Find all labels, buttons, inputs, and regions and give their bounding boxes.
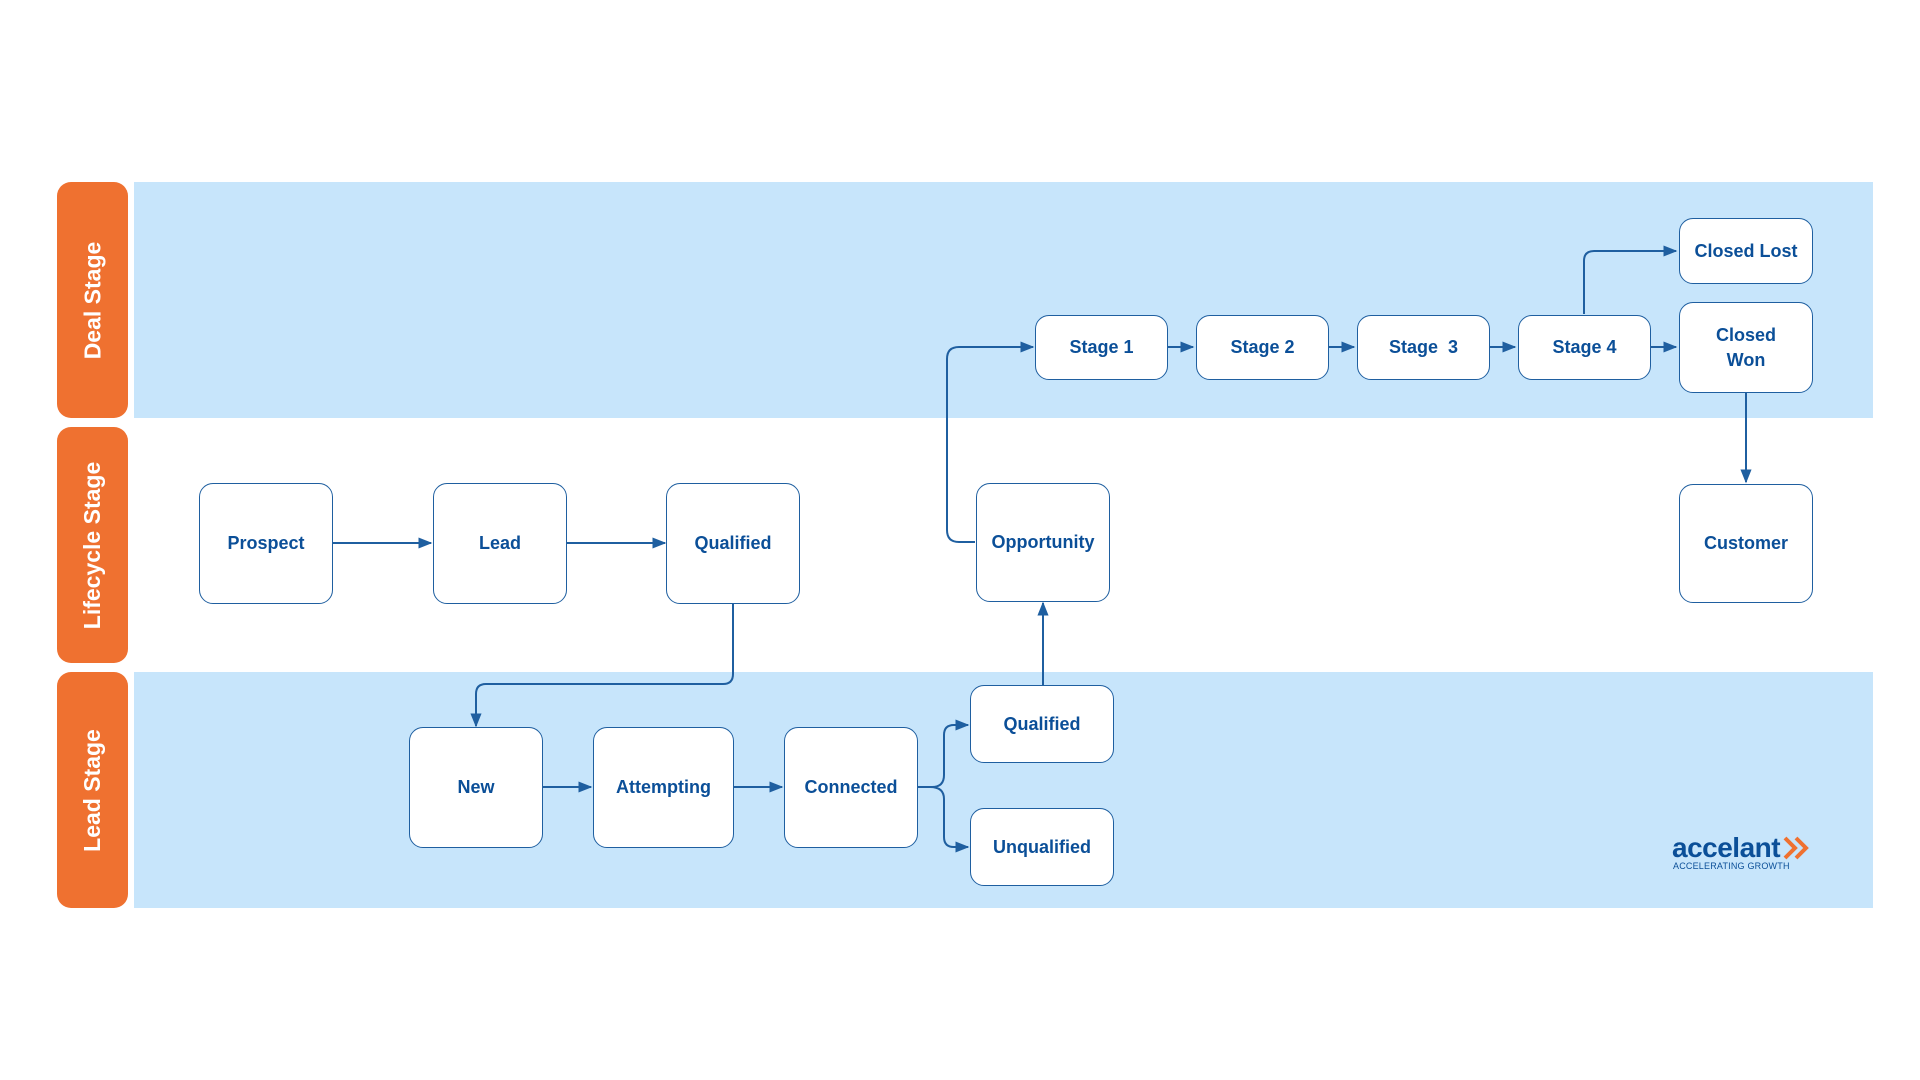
edge-opportunity-stage1	[946, 341, 1035, 543]
logo-tagline: ACCELERATING GROWTH	[1673, 861, 1790, 871]
node-stage-1-text: Stage 1	[1069, 337, 1134, 357]
accelant-logo: accelant ACCELERATING GROWTH	[1672, 833, 1812, 871]
node-unqualified: Unqualified	[970, 808, 1114, 886]
node-new: New	[409, 727, 543, 848]
node-prospect-text: Prospect	[227, 533, 305, 553]
node-prospect: Prospect	[199, 483, 333, 604]
edge-qualified-new	[470, 604, 734, 728]
lifecycle-stage-label: Lifecycle Stage	[57, 427, 128, 663]
edge-connected-qualified	[918, 719, 970, 788]
node-lead-text: Lead	[478, 533, 521, 553]
node-qualified-lead-text: Qualified	[1003, 713, 1081, 734]
node-closed-won: Closed Won	[1679, 302, 1813, 393]
node-opportunity-text: Opportunity	[991, 532, 1095, 552]
chevron-double-right-icon	[1783, 836, 1809, 860]
node-customer-text: Customer	[1703, 533, 1788, 553]
node-stage-4-text: Stage 4	[1552, 337, 1617, 357]
node-unqualified-text: Unqualified	[993, 836, 1091, 857]
node-customer: Customer	[1679, 484, 1813, 603]
edge-connected-unqualified	[929, 786, 970, 853]
node-stage-2-text: Stage 2	[1230, 337, 1295, 357]
node-connected-text: Connected	[804, 777, 898, 797]
node-attempting: Attempting	[593, 727, 734, 848]
node-stage-3: Stage 3	[1357, 315, 1490, 380]
lead-stage-label: Lead Stage	[57, 672, 128, 908]
node-qualified-lifecycle-text: Qualified	[694, 533, 772, 553]
node-new-text: New	[457, 777, 495, 797]
node-stage-3-text: Stage 3	[1388, 337, 1459, 357]
node-opportunity: Opportunity	[976, 483, 1110, 602]
node-connected: Connected	[784, 727, 918, 848]
node-stage-2: Stage 2	[1196, 315, 1329, 380]
node-closed-lost-text: Closed Lost	[1694, 240, 1798, 261]
node-stage-4: Stage 4	[1518, 315, 1651, 380]
node-qualified-lifecycle: Qualified	[666, 483, 800, 604]
node-qualified-lead: Qualified	[970, 685, 1114, 763]
node-attempting-text: Attempting	[616, 777, 711, 797]
deal-stage-label: Deal Stage	[57, 182, 128, 418]
node-lead: Lead	[433, 483, 567, 604]
node-stage-1: Stage 1	[1035, 315, 1168, 380]
edge-stage4-closedlost	[1583, 245, 1678, 314]
node-closed-won-text: Closed Won	[1715, 324, 1776, 370]
logo-wordmark: accelant	[1672, 832, 1781, 863]
node-closed-lost: Closed Lost	[1679, 218, 1813, 284]
